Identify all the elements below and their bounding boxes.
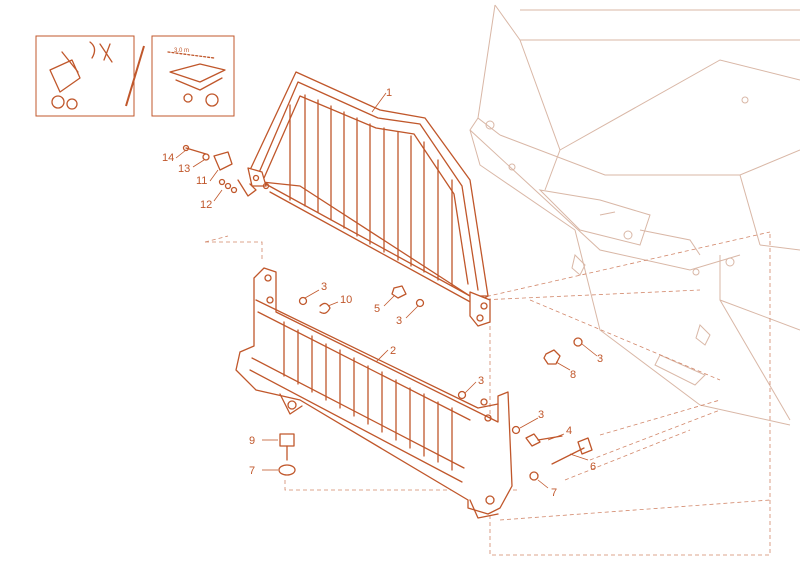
callout-3b: 3 <box>396 315 402 327</box>
callout-7b: 7 <box>551 487 557 499</box>
washer-3d-icon <box>457 390 467 400</box>
washer-13-icon <box>202 153 210 161</box>
thumbnail-after: 3.0 m <box>151 35 235 117</box>
nut-5-icon <box>391 285 407 299</box>
thumbnail-before <box>35 35 135 117</box>
callout-12: 12 <box>200 199 212 211</box>
washer-3c-icon <box>573 337 583 347</box>
fasteners <box>182 144 593 481</box>
bushing-11-icon <box>213 151 233 171</box>
bolt-4-icon <box>525 433 541 447</box>
chain-12-icon <box>218 178 226 186</box>
callout-3d: 3 <box>478 375 484 387</box>
callout-7a: 7 <box>249 465 255 477</box>
washer-3a-icon <box>298 296 308 306</box>
washer-7a-icon <box>278 464 296 476</box>
bolt-6-icon <box>577 437 593 455</box>
callout-3e: 3 <box>538 409 544 421</box>
callout-10: 10 <box>340 294 352 306</box>
washer-3b-icon <box>415 298 425 308</box>
callout-labels: 1 2 3 3 3 3 3 4 5 6 7 7 8 9 10 11 12 13 … <box>162 87 603 499</box>
clip-10-icon <box>319 302 331 314</box>
callout-13: 13 <box>178 163 190 175</box>
thumb-dimension-label: 3.0 m <box>174 48 189 54</box>
callout-2: 2 <box>390 345 396 357</box>
screw-14-icon <box>185 147 207 155</box>
callout-3a: 3 <box>321 281 327 293</box>
thumb-separator <box>125 45 145 107</box>
washer-7b-icon <box>529 471 539 481</box>
bolt-9-icon <box>279 433 295 447</box>
thumb-guard-icon <box>169 63 226 83</box>
callout-6: 6 <box>590 461 596 473</box>
nut-8-icon <box>543 349 561 365</box>
callout-11: 11 <box>196 175 207 187</box>
callout-4: 4 <box>566 425 572 437</box>
callout-9: 9 <box>249 435 255 447</box>
machine-body-ghost <box>469 4 800 426</box>
callout-3c: 3 <box>597 353 603 365</box>
callout-14: 14 <box>162 152 174 164</box>
leader-lines <box>175 92 598 489</box>
part-2-lower-guard <box>235 267 513 519</box>
callout-5: 5 <box>374 303 380 315</box>
part-1-upper-guard <box>247 71 491 327</box>
callout-8: 8 <box>570 369 576 381</box>
callout-1: 1 <box>386 87 392 99</box>
washer-3e-icon <box>511 425 521 435</box>
thumb-body-icon <box>49 59 81 93</box>
